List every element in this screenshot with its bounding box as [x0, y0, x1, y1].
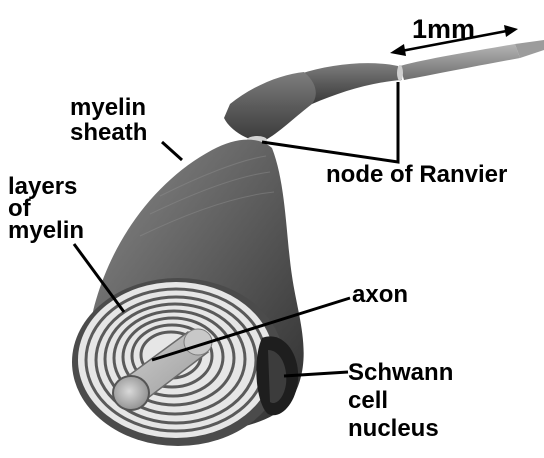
internode-segment-middle — [224, 72, 316, 142]
axon-label-text: axon — [352, 283, 408, 307]
leader-line-myelin-sheath — [162, 142, 182, 160]
scale-label: 1mm — [412, 16, 475, 43]
schwann-cell-nucleus-label-line-2: cell — [348, 387, 453, 415]
schwann-cell-nucleus-label-line-3: nucleus — [348, 415, 453, 443]
myelin-sheath-label-line-1: myelin — [70, 95, 147, 120]
scale-label-text: 1mm — [412, 16, 475, 43]
myelin-sheath-label: myelin sheath — [70, 95, 147, 145]
schwann-cell-nucleus-label: Schwann cell nucleus — [348, 359, 453, 443]
internode-segment-far — [300, 63, 402, 104]
node-of-ranvier-label: node of Ranvier — [326, 163, 507, 187]
layers-of-myelin-label: layers of myelin — [8, 176, 84, 242]
axon-label: axon — [352, 283, 408, 307]
schwann-cell-nucleus-label-line-1: Schwann — [348, 359, 453, 387]
node-of-ranvier-label-text: node of Ranvier — [326, 163, 507, 187]
node-of-ranvier-far — [397, 65, 403, 81]
layers-of-myelin-label-line-3: myelin — [8, 220, 84, 242]
myelin-sheath-label-line-2: sheath — [70, 120, 147, 145]
